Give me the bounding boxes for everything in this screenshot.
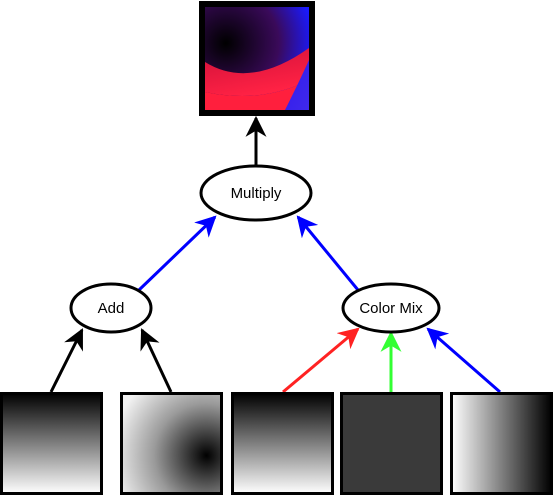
edge-texture1-to-add <box>49 328 84 393</box>
add-node-label: Add <box>98 300 125 317</box>
edge-add-to-multiply <box>137 215 217 292</box>
texture-radial-gradient <box>120 392 223 495</box>
multiply-node-label: Multiply <box>231 185 282 202</box>
edge-texture3-to-colormix <box>282 327 360 394</box>
texture-vertical-gradient-1 <box>0 392 103 495</box>
add-node[interactable]: Add <box>69 282 153 334</box>
texture-horizontal-gradient <box>450 392 553 495</box>
output-image <box>199 1 315 116</box>
multiply-node[interactable]: Multiply <box>199 164 313 222</box>
texture-solid-gray <box>340 392 443 495</box>
color-mix-node[interactable]: Color Mix <box>341 282 441 334</box>
edge-texture5-to-colormix <box>426 327 501 394</box>
edge-colormix-to-multiply <box>296 215 360 291</box>
edge-texture2-to-add <box>140 328 173 393</box>
texture-vertical-gradient-2 <box>231 392 334 495</box>
color-mix-node-label: Color Mix <box>359 300 423 317</box>
